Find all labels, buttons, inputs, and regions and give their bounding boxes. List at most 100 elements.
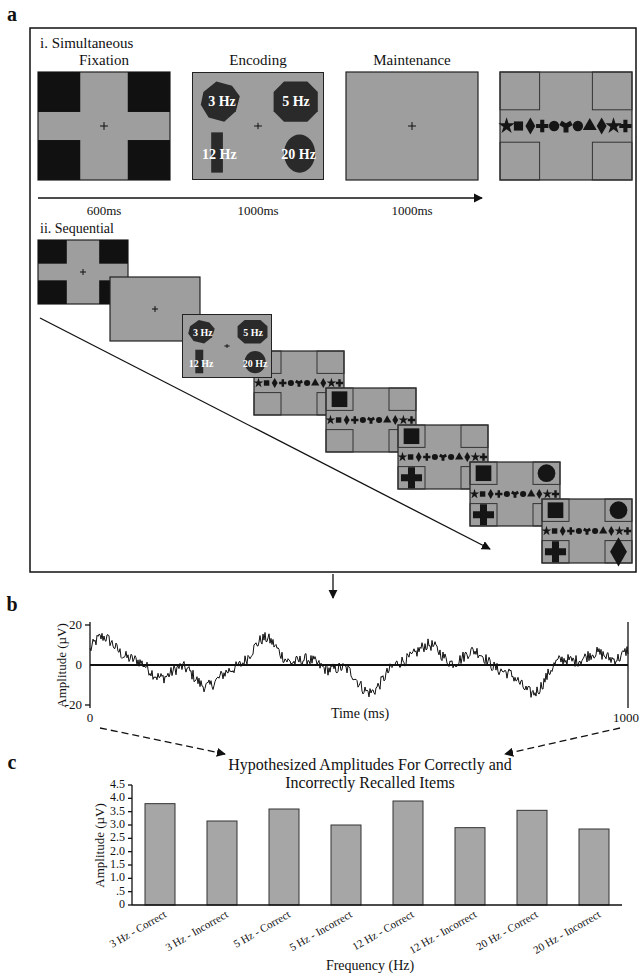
axis-title: Amplitude (µV) — [55, 623, 70, 707]
probe-symbol — [336, 417, 341, 422]
tick — [128, 904, 132, 905]
probe-symbol — [549, 121, 559, 131]
chosen-shape — [332, 391, 348, 407]
probe-symbol — [576, 528, 582, 534]
probe-symbol — [272, 378, 278, 388]
frame-label: Maintenance — [373, 52, 450, 69]
chosen-shape — [476, 465, 492, 481]
frequency-tag: 3 Hz — [193, 327, 213, 338]
category-label: 3 Hz - Incorrect — [163, 908, 230, 954]
probe-symbol — [488, 489, 494, 499]
response-box — [592, 72, 632, 110]
axis-title: Amplitude (µV) — [93, 803, 108, 887]
probe-symbol — [504, 491, 510, 497]
axis-title: Frequency (Hz) — [326, 958, 414, 974]
probe-symbol — [408, 454, 413, 459]
probe-symbol — [573, 121, 583, 131]
tick-label: 1000 — [613, 711, 639, 726]
tick-label: 1.0 — [110, 871, 125, 885]
bar — [455, 828, 485, 905]
probe-symbol — [336, 379, 343, 386]
response-box — [470, 462, 497, 484]
probe-symbol — [514, 121, 523, 130]
probe-symbol — [619, 120, 631, 132]
chosen-shape — [538, 464, 556, 482]
probe-symbol — [560, 526, 566, 536]
eeg-trace — [90, 632, 628, 697]
category-label: 12 Hz - Correct — [350, 908, 416, 953]
probe-symbol — [498, 117, 514, 133]
tick — [128, 824, 132, 825]
response-box — [542, 541, 569, 563]
corner-block — [38, 140, 80, 180]
response-box — [500, 72, 540, 110]
probe-symbol — [279, 379, 286, 386]
dashed-arrow — [100, 728, 225, 754]
tick-label: 3.0 — [110, 818, 125, 832]
probe-symbol — [344, 415, 350, 425]
probe-symbol — [592, 528, 598, 534]
tick-label: 4.5 — [110, 778, 125, 792]
probe-symbol — [470, 489, 480, 498]
tick — [128, 838, 132, 839]
section-label: ii. Sequential — [40, 221, 114, 237]
response-box — [398, 467, 425, 489]
tick — [128, 811, 132, 812]
timeline-arrow — [38, 197, 482, 198]
category-label: 3 Hz - Correct — [107, 908, 168, 951]
screen-frame — [542, 499, 632, 566]
probe-symbol — [320, 378, 326, 388]
response-box — [461, 425, 488, 447]
tick-label: 20 — [69, 618, 82, 633]
frame-label: Encoding — [229, 52, 287, 69]
panel-b — [85, 622, 628, 754]
axis-title: Time (ms) — [331, 706, 389, 722]
probe-symbol — [439, 454, 447, 461]
duration-label: 1000ms — [237, 204, 278, 219]
probe-symbol — [360, 417, 366, 423]
frequency-tag: 5 Hz — [243, 327, 263, 338]
fixation-cross — [254, 123, 262, 129]
probe-symbol — [525, 117, 535, 134]
screen — [38, 72, 170, 180]
probe-symbol — [304, 380, 310, 386]
bar — [579, 829, 609, 905]
chosen-shape — [404, 428, 420, 444]
chosen-shape — [401, 467, 422, 488]
encoding-screen: 3 Hz5 Hz12 Hz20 Hz — [182, 314, 272, 378]
duration-label: 1000ms — [391, 204, 432, 219]
probe-symbol — [351, 416, 358, 423]
response-box — [592, 142, 632, 180]
probe-symbol — [376, 417, 382, 423]
probe-symbol — [480, 491, 485, 496]
response-box — [470, 504, 497, 526]
probe-symbol — [254, 378, 264, 387]
stimulus-shape — [274, 81, 318, 121]
response-box — [326, 388, 353, 410]
tick-label: .5 — [116, 885, 125, 899]
probe-symbol — [608, 526, 614, 536]
bar — [145, 804, 175, 905]
tick-label: 0 — [76, 658, 83, 673]
probe-symbol — [597, 117, 607, 134]
probe-symbol — [326, 415, 336, 424]
probe-symbol — [423, 453, 430, 460]
category-label: 5 Hz - Correct — [231, 908, 292, 951]
probe-symbol — [552, 490, 559, 497]
tick — [128, 878, 132, 879]
corner-block — [128, 72, 170, 112]
probe-symbol — [583, 528, 591, 535]
encoding-screen: 3 Hz5 Hz12 Hz20 Hz — [192, 72, 324, 180]
response-box — [326, 430, 353, 452]
probe-symbol — [448, 454, 454, 460]
bar — [331, 825, 361, 905]
bar — [517, 810, 547, 905]
probe-symbol — [311, 378, 319, 385]
panel-a — [30, 28, 636, 572]
fixation-cross — [83, 269, 84, 275]
section-label: i. Simultaneous — [40, 35, 133, 52]
tick — [85, 704, 90, 705]
tick-label: 2.5 — [110, 831, 125, 845]
tick-label: 2.0 — [110, 845, 125, 859]
stimulus-shape — [188, 320, 214, 344]
